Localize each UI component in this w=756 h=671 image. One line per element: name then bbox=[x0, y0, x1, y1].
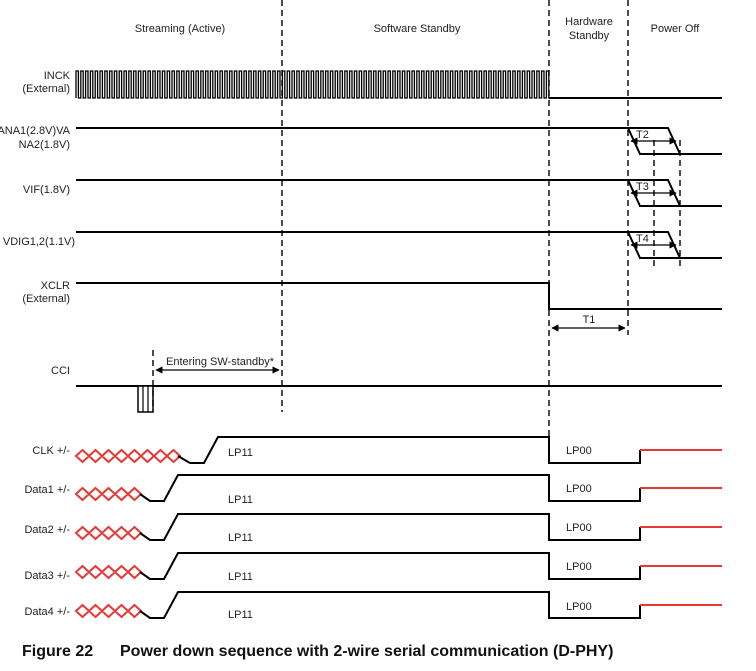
hs-eye-pattern bbox=[74, 603, 143, 619]
cci-burst-box bbox=[137, 385, 154, 413]
data4-lp11-label: LP11 bbox=[228, 609, 253, 621]
signal-label-xclr-sub: (External) bbox=[22, 293, 70, 305]
data2-hs-transmission bbox=[74, 525, 143, 541]
signal-label-xclr: XCLR bbox=[41, 280, 70, 292]
signal-label-inck-sub: (External) bbox=[22, 83, 70, 95]
vif-fall-a bbox=[627, 179, 722, 207]
data2-lane-waveform bbox=[139, 513, 641, 541]
t4-label: T4 bbox=[636, 233, 649, 245]
data2-lp00-label: LP00 bbox=[566, 522, 592, 534]
hs-eye-pattern bbox=[74, 448, 182, 464]
signal-label-vdig: VDIG1,2(1.1V) bbox=[3, 236, 75, 248]
clk-hs-transmission bbox=[74, 448, 182, 464]
data4-lane-waveform bbox=[139, 591, 641, 619]
data1-lp11-label: LP11 bbox=[228, 494, 253, 506]
clk-lane-waveform bbox=[177, 436, 641, 464]
lane-label-data1: Data1 +/- bbox=[24, 484, 70, 496]
vdig-fall-a bbox=[627, 231, 722, 259]
vdig-fall-b bbox=[628, 231, 681, 259]
hs-eye-pattern bbox=[74, 486, 143, 502]
clk-lp11-label: LP11 bbox=[228, 447, 253, 459]
signal-label-inck: INCK bbox=[44, 70, 71, 82]
t2-label: T2 bbox=[636, 129, 649, 141]
data3-lane-waveform bbox=[139, 552, 641, 580]
phase-power-off: Power Off bbox=[651, 23, 701, 35]
signal-label-vif: VIF(1.8V) bbox=[23, 184, 70, 196]
phase-streaming: Streaming (Active) bbox=[135, 23, 225, 35]
lane-label-data3: Data3 +/- bbox=[24, 570, 70, 582]
data4-lp00-label: LP00 bbox=[566, 601, 592, 613]
t3-label: T3 bbox=[636, 181, 649, 193]
caption-figure-number: Figure 22 bbox=[22, 643, 93, 660]
data2-lp11-label: LP11 bbox=[228, 532, 253, 544]
signal-label-cci: CCI bbox=[51, 365, 70, 377]
data1-hs-transmission bbox=[74, 486, 143, 502]
t1-label: T1 bbox=[583, 314, 596, 326]
phase-software-standby: Software Standby bbox=[374, 23, 461, 35]
hs-eye-pattern bbox=[74, 525, 143, 541]
data4-hs-transmission bbox=[74, 603, 143, 619]
phase-hardware-standby-line1: Hardware bbox=[565, 16, 613, 28]
inck-clock-waveform bbox=[75, 70, 550, 99]
hs-eye-pattern bbox=[74, 564, 143, 580]
sw-standby-label: Entering SW-standby* bbox=[166, 356, 275, 368]
data3-hs-transmission bbox=[74, 564, 143, 580]
inck-clock-path bbox=[75, 70, 550, 99]
vana-fall-a bbox=[627, 127, 722, 155]
lane-label-data2: Data2 +/- bbox=[24, 524, 70, 536]
data1-lp00-label: LP00 bbox=[566, 483, 592, 495]
vif-fall-b bbox=[628, 179, 681, 207]
caption-title: Power down sequence with 2-wire serial c… bbox=[120, 643, 613, 660]
data3-lp00-label: LP00 bbox=[566, 561, 592, 573]
signal-label-vana: VANA1(2.8V)VA bbox=[0, 125, 71, 137]
clk-lp00-label: LP00 bbox=[566, 445, 592, 457]
data3-lp11-label: LP11 bbox=[228, 571, 253, 583]
lane-label-clk: CLK +/- bbox=[32, 445, 70, 457]
xclr-waveform bbox=[76, 282, 722, 310]
data1-lane-waveform bbox=[139, 474, 641, 502]
phase-hardware-standby-line2: Standby bbox=[569, 30, 610, 42]
lane-label-data4: Data4 +/- bbox=[24, 606, 70, 618]
signal-label-vana-sub: NA2(1.8V) bbox=[19, 139, 70, 151]
vana-fall-b bbox=[628, 127, 681, 155]
